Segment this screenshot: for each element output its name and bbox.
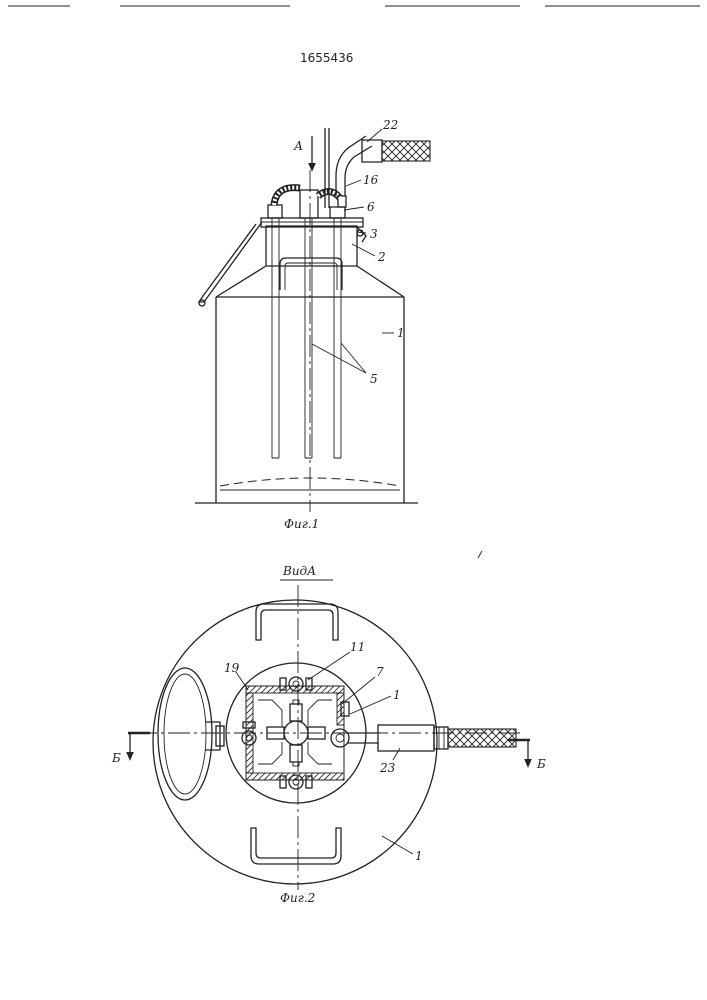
- stray-mark: [478, 551, 482, 558]
- callout-1-inner: 1: [393, 688, 401, 702]
- view-a-title: ВидА: [282, 564, 316, 578]
- figure-2-caption: Фиг.2: [280, 891, 315, 905]
- callout-6: 6: [367, 200, 375, 214]
- figure-2-leaders: [236, 652, 413, 854]
- outlet-pipe-23: [331, 725, 516, 751]
- section-label-left: Б: [111, 751, 121, 765]
- top-fittings: [268, 188, 346, 218]
- patent-number: 1655436: [300, 51, 353, 65]
- container-neck: [266, 226, 357, 266]
- callout-7: 7: [376, 665, 384, 679]
- figure-2-view-a: ВидА: [111, 564, 546, 905]
- section-marker-left: [128, 733, 150, 757]
- callout-1-outer: 1: [415, 849, 423, 863]
- figure-1-side-view: А 22 16 6 3 2 1 5 Фиг.1: [195, 118, 430, 531]
- callout-11: 11: [350, 640, 365, 654]
- callout-3: 3: [370, 227, 378, 241]
- bottom-handle: [251, 828, 341, 864]
- view-arrow-a-label: А: [293, 139, 303, 153]
- callout-22: 22: [382, 118, 398, 132]
- callout-19: 19: [224, 661, 240, 675]
- container-outline-circle: [153, 600, 437, 884]
- callout-5: 5: [370, 372, 378, 386]
- hinged-cover: [199, 222, 262, 302]
- figure-1-caption: Фиг.1: [284, 517, 319, 531]
- dip-tubes: [272, 218, 341, 458]
- callout-1: 1: [397, 326, 405, 340]
- callout-16: 16: [363, 173, 379, 187]
- callout-23: 23: [379, 761, 396, 775]
- open-cover-oval: [158, 668, 212, 800]
- section-label-right: Б: [536, 757, 546, 771]
- top-handle: [256, 604, 338, 640]
- callout-2: 2: [377, 250, 386, 264]
